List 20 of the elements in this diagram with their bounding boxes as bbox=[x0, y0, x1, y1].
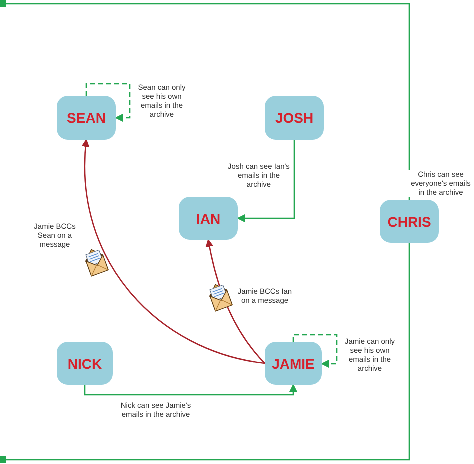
arrow bbox=[84, 384, 298, 396]
connector-line bbox=[0, 243, 410, 464]
connector-line bbox=[0, 0, 410, 200]
node-label: JAMIE bbox=[272, 356, 315, 372]
node-label: JOSH bbox=[275, 110, 314, 126]
person-box bbox=[265, 96, 324, 140]
arrow bbox=[237, 140, 296, 222]
arrow bbox=[206, 239, 266, 364]
node-label: SEAN bbox=[67, 110, 106, 126]
person-box bbox=[57, 342, 113, 385]
person-box bbox=[179, 197, 238, 240]
node-label: NICK bbox=[68, 356, 102, 372]
person-box bbox=[57, 96, 116, 140]
node-label: CHRIS bbox=[388, 214, 432, 230]
dashed-arrow bbox=[86, 83, 131, 122]
person-box bbox=[380, 200, 439, 243]
dashed-arrow bbox=[292, 334, 338, 368]
arrow bbox=[82, 139, 266, 364]
person-box bbox=[265, 342, 322, 385]
node-label: IAN bbox=[196, 210, 221, 226]
